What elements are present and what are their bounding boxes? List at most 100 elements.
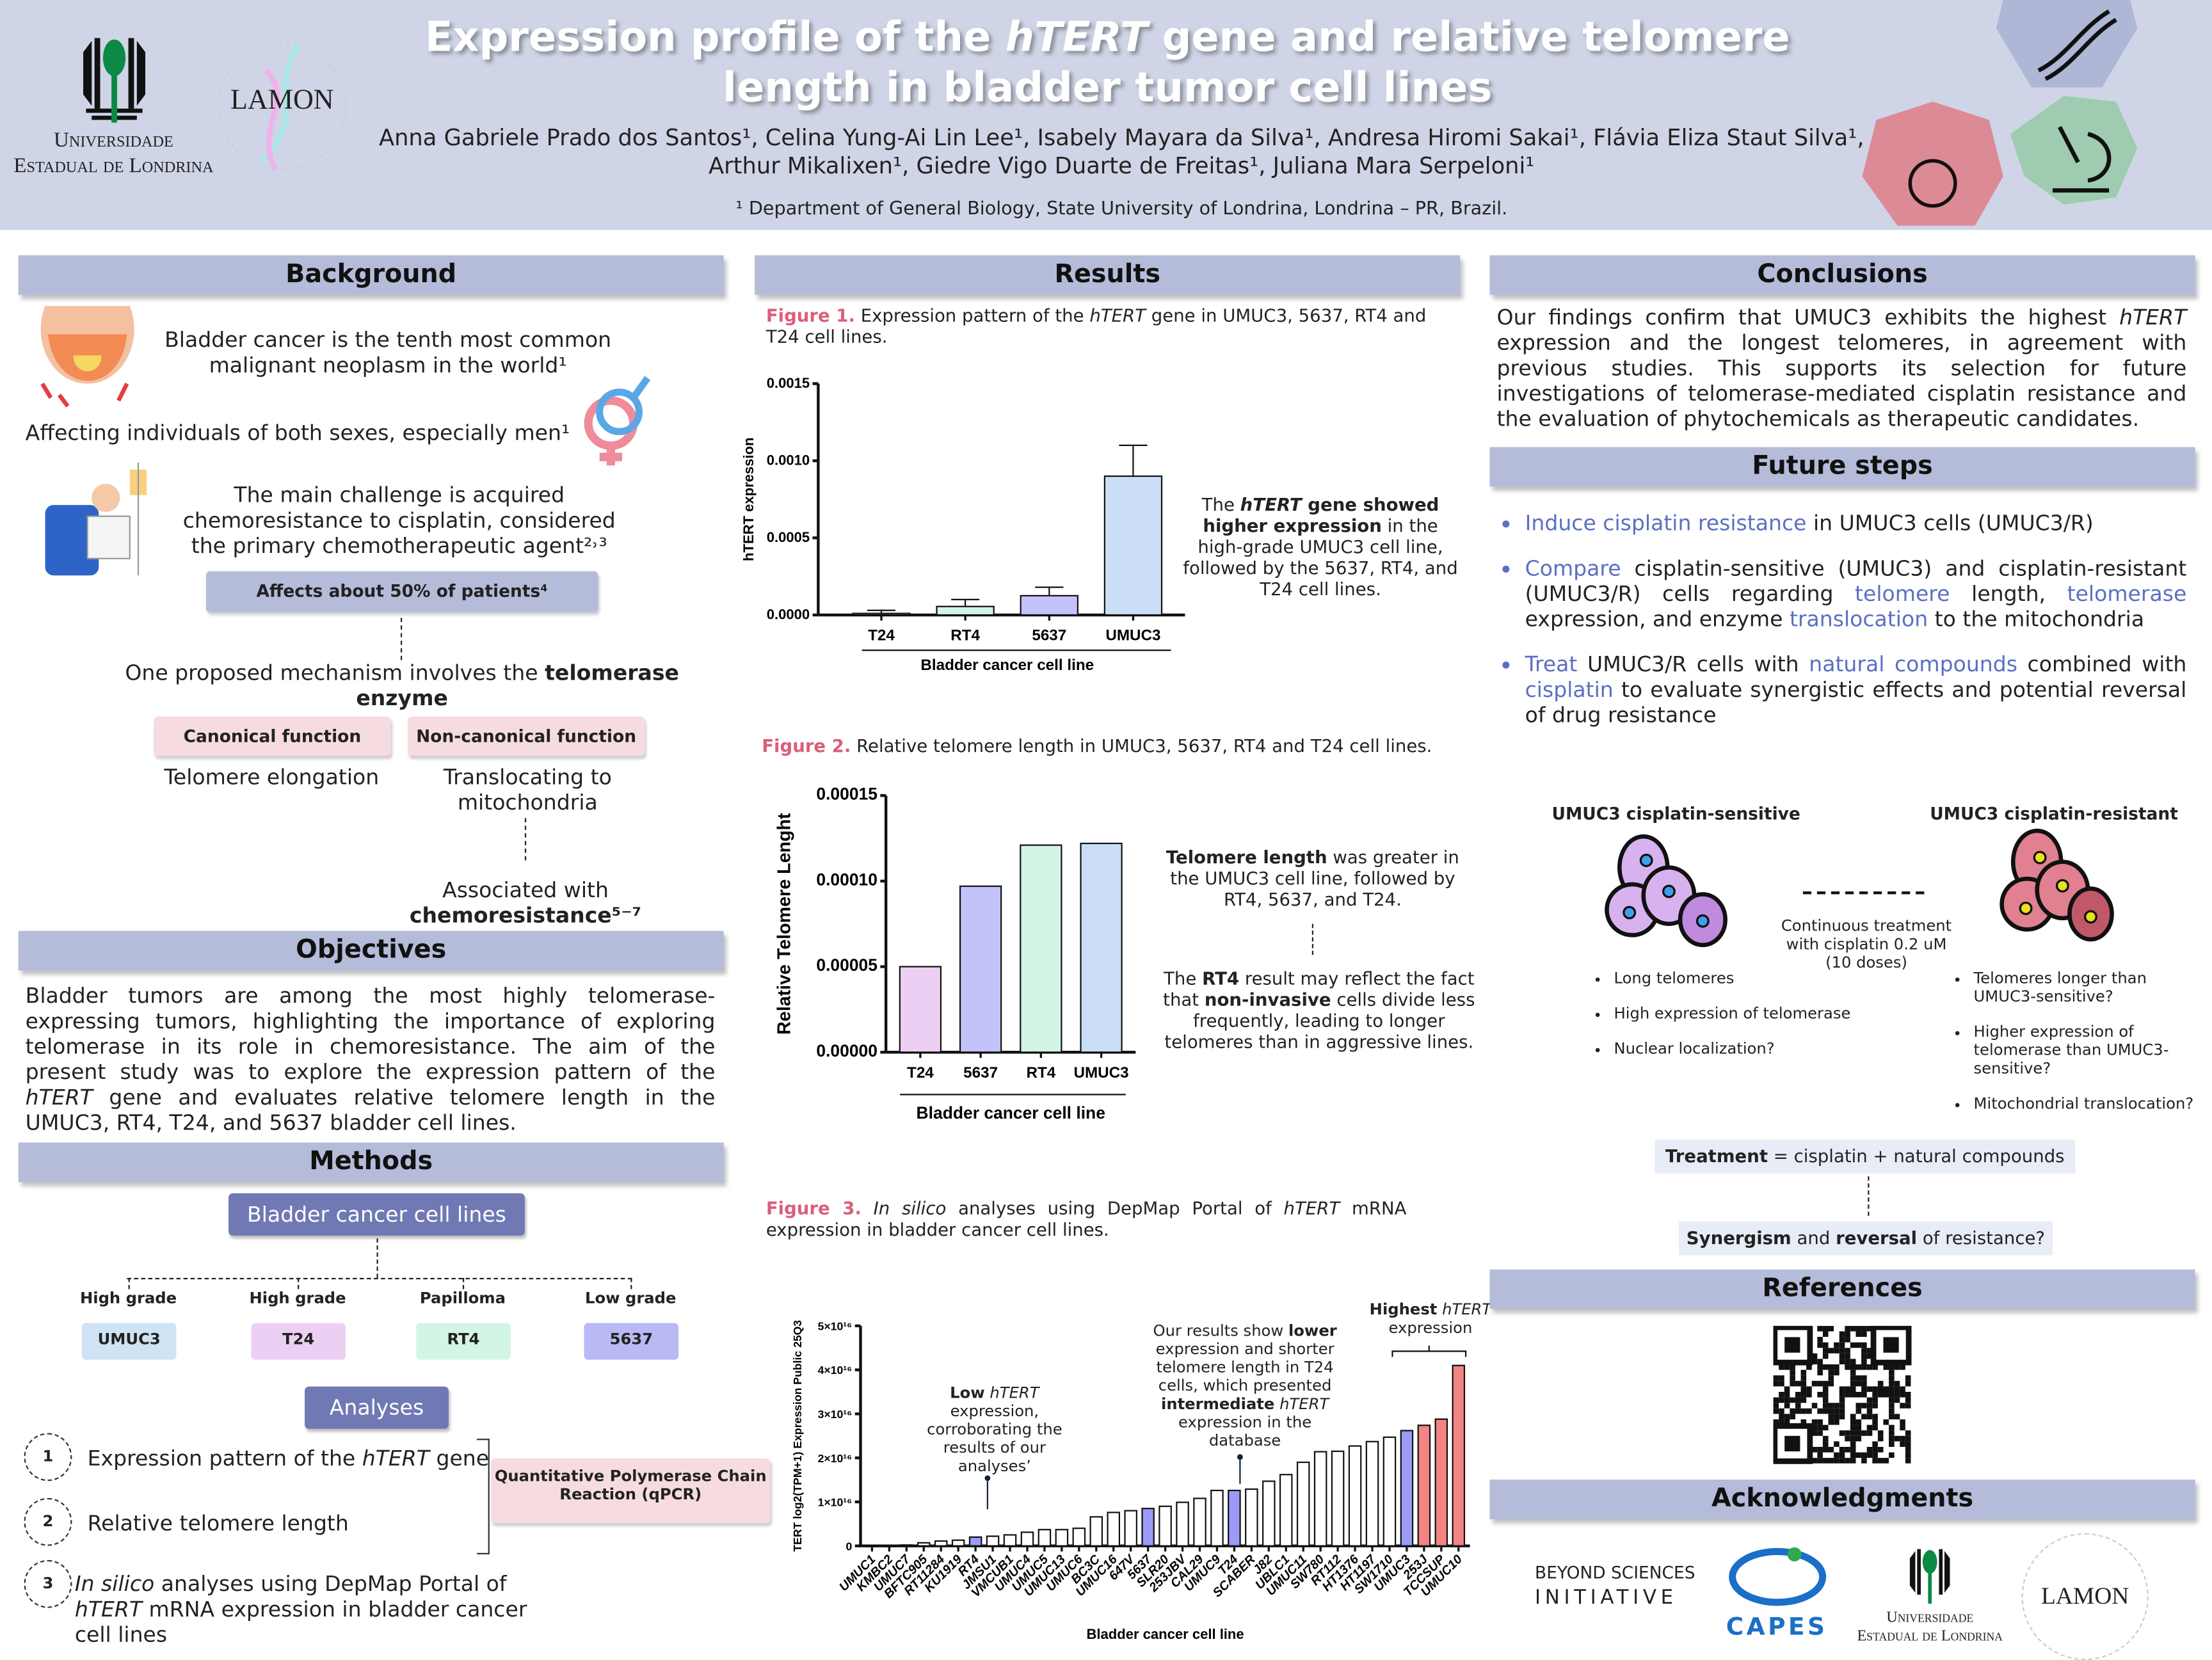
qr-module — [1866, 1397, 1873, 1403]
t: Low — [950, 1384, 985, 1402]
bar-UMUC4 — [1020, 1531, 1034, 1547]
qr-module — [1834, 1414, 1839, 1419]
t: Figure 3. — [765, 1197, 862, 1219]
qr-finder-center — [1784, 1435, 1800, 1452]
dna-ring-icon — [218, 42, 347, 171]
figure1-note: The hTERT gene showed higher expression … — [1182, 493, 1459, 599]
bar-T24 — [1228, 1489, 1241, 1547]
qr-module — [1877, 1386, 1884, 1393]
uel-logo: Universidade Estadual de Londrina — [12, 35, 216, 179]
t: expression — [1273, 515, 1382, 536]
qr-module — [1811, 1446, 1818, 1453]
qr-module — [1779, 1414, 1784, 1419]
t: Relative telomere length in UMUC3, 5637,… — [851, 735, 1432, 756]
x-axis-label: Bladder cancer cell line — [917, 1103, 1105, 1122]
bar-UMUC9 — [1210, 1489, 1224, 1547]
qr-module — [1905, 1397, 1911, 1403]
t: expression and the longest telomeres, in… — [1496, 330, 2187, 432]
qr-module — [1800, 1386, 1807, 1393]
qr-module — [1877, 1430, 1884, 1436]
t: reversal — [1836, 1227, 1918, 1249]
bar-UMUC6 — [1072, 1528, 1086, 1547]
background-text-1: Bladder cancer is the tenth most common … — [164, 327, 612, 378]
qr-module — [1845, 1386, 1850, 1393]
qr-module — [1900, 1419, 1905, 1425]
t: analyses using DepMap Portal of — [946, 1197, 1284, 1219]
sensitive-point: Long telomeres — [1614, 969, 1859, 987]
figure1-caption: Figure 1. Expression pattern of the hTER… — [766, 305, 1457, 347]
qr-module — [1790, 1397, 1795, 1403]
qr-module — [1795, 1397, 1801, 1403]
qr-module — [1790, 1414, 1795, 1419]
qr-module — [1861, 1414, 1867, 1419]
qr-module — [1795, 1392, 1801, 1398]
references-qr-code[interactable] — [1773, 1325, 1912, 1464]
resistant-points: Telomeres longer than UMUC3-sensitive?Hi… — [1951, 969, 2198, 1129]
qr-module — [1905, 1403, 1911, 1409]
qr-module — [1850, 1380, 1856, 1387]
qr-module — [1850, 1414, 1856, 1419]
qr-module — [1855, 1380, 1862, 1387]
resistant-point: Higher expression of telomerase than UMU… — [1974, 1023, 2198, 1078]
t: telomere — [1855, 581, 1950, 607]
qr-module — [1889, 1430, 1895, 1436]
qr-module — [1855, 1430, 1862, 1436]
section-header-future-steps: Future steps — [1489, 447, 2195, 487]
t: Induce cisplatin resistance — [1525, 510, 1807, 536]
grade-label: Papilloma — [419, 1289, 506, 1308]
t: natural compounds — [1809, 651, 2017, 677]
t: hTERT — [1274, 1394, 1329, 1414]
t: Universidade — [1886, 1609, 1974, 1627]
qr-module — [1811, 1419, 1818, 1425]
qr-module — [1861, 1386, 1867, 1393]
bar-RT112 — [1331, 1450, 1345, 1547]
qr-module — [1905, 1452, 1911, 1458]
qr-module — [1834, 1348, 1839, 1353]
qr-module — [1889, 1441, 1895, 1447]
t: mRNA expression in bladder cancer cell l… — [74, 1597, 527, 1648]
section-header-acknowledgments: Acknowledgments — [1489, 1480, 2195, 1519]
t: and — [1791, 1227, 1836, 1249]
qr-module — [1845, 1325, 1850, 1332]
authors: Anna Gabriele Prado dos Santos¹, Celina … — [367, 124, 1876, 180]
uel-emblem-icon — [1909, 1549, 1950, 1604]
objectives-post: gene and evaluates relative telomere len… — [25, 1084, 716, 1136]
qr-module — [1850, 1359, 1856, 1365]
t: intermediate — [1161, 1394, 1275, 1414]
qr-module — [1894, 1392, 1900, 1398]
bar-253JBV — [1176, 1501, 1189, 1547]
t: gene showed higher — [1203, 493, 1439, 536]
bar-BFTC905 — [917, 1542, 931, 1547]
bar-UMUC3 — [1400, 1430, 1414, 1547]
t: In silico — [74, 1571, 155, 1597]
qr-module — [1866, 1403, 1873, 1409]
qr-module — [1877, 1446, 1884, 1453]
qr-module — [1834, 1408, 1839, 1414]
t: gene in UMUC3, 5637, RT4 and T24 cell li… — [765, 305, 1427, 347]
figure2-caption: Figure 2. Relative telomere length in UM… — [762, 735, 1453, 756]
x-axis-label: Bladder cancer cell line — [1087, 1626, 1244, 1642]
section-header-results: Results — [755, 255, 1461, 295]
cell-lines-box: Bladder cancer cell lines — [228, 1193, 525, 1236]
bar-UMUC5 — [1038, 1529, 1052, 1547]
qr-module — [1839, 1337, 1845, 1343]
resistant-title: UMUC3 cisplatin-resistant — [1930, 804, 2178, 824]
t: hTERT — [1240, 493, 1302, 515]
qr-module — [1861, 1348, 1867, 1353]
resistant-point: Mitochondrial translocation? — [1974, 1094, 2198, 1113]
bar-253J — [1417, 1425, 1431, 1547]
qr-module — [1828, 1348, 1834, 1353]
poster-header — [0, 0, 2212, 230]
grade-label: Low grade — [585, 1289, 677, 1308]
qr-module — [1811, 1458, 1818, 1464]
section-header-conclusions: Conclusions — [1489, 255, 2195, 295]
y-tick-label: 0.00005 — [816, 955, 878, 975]
bar-5637 — [1020, 595, 1078, 616]
bar-BC3C — [1089, 1516, 1103, 1547]
connector — [462, 1277, 465, 1289]
chemoresistance-label: chemoresistance⁵⁻⁷ — [409, 902, 642, 929]
qr-module — [1822, 1392, 1829, 1398]
